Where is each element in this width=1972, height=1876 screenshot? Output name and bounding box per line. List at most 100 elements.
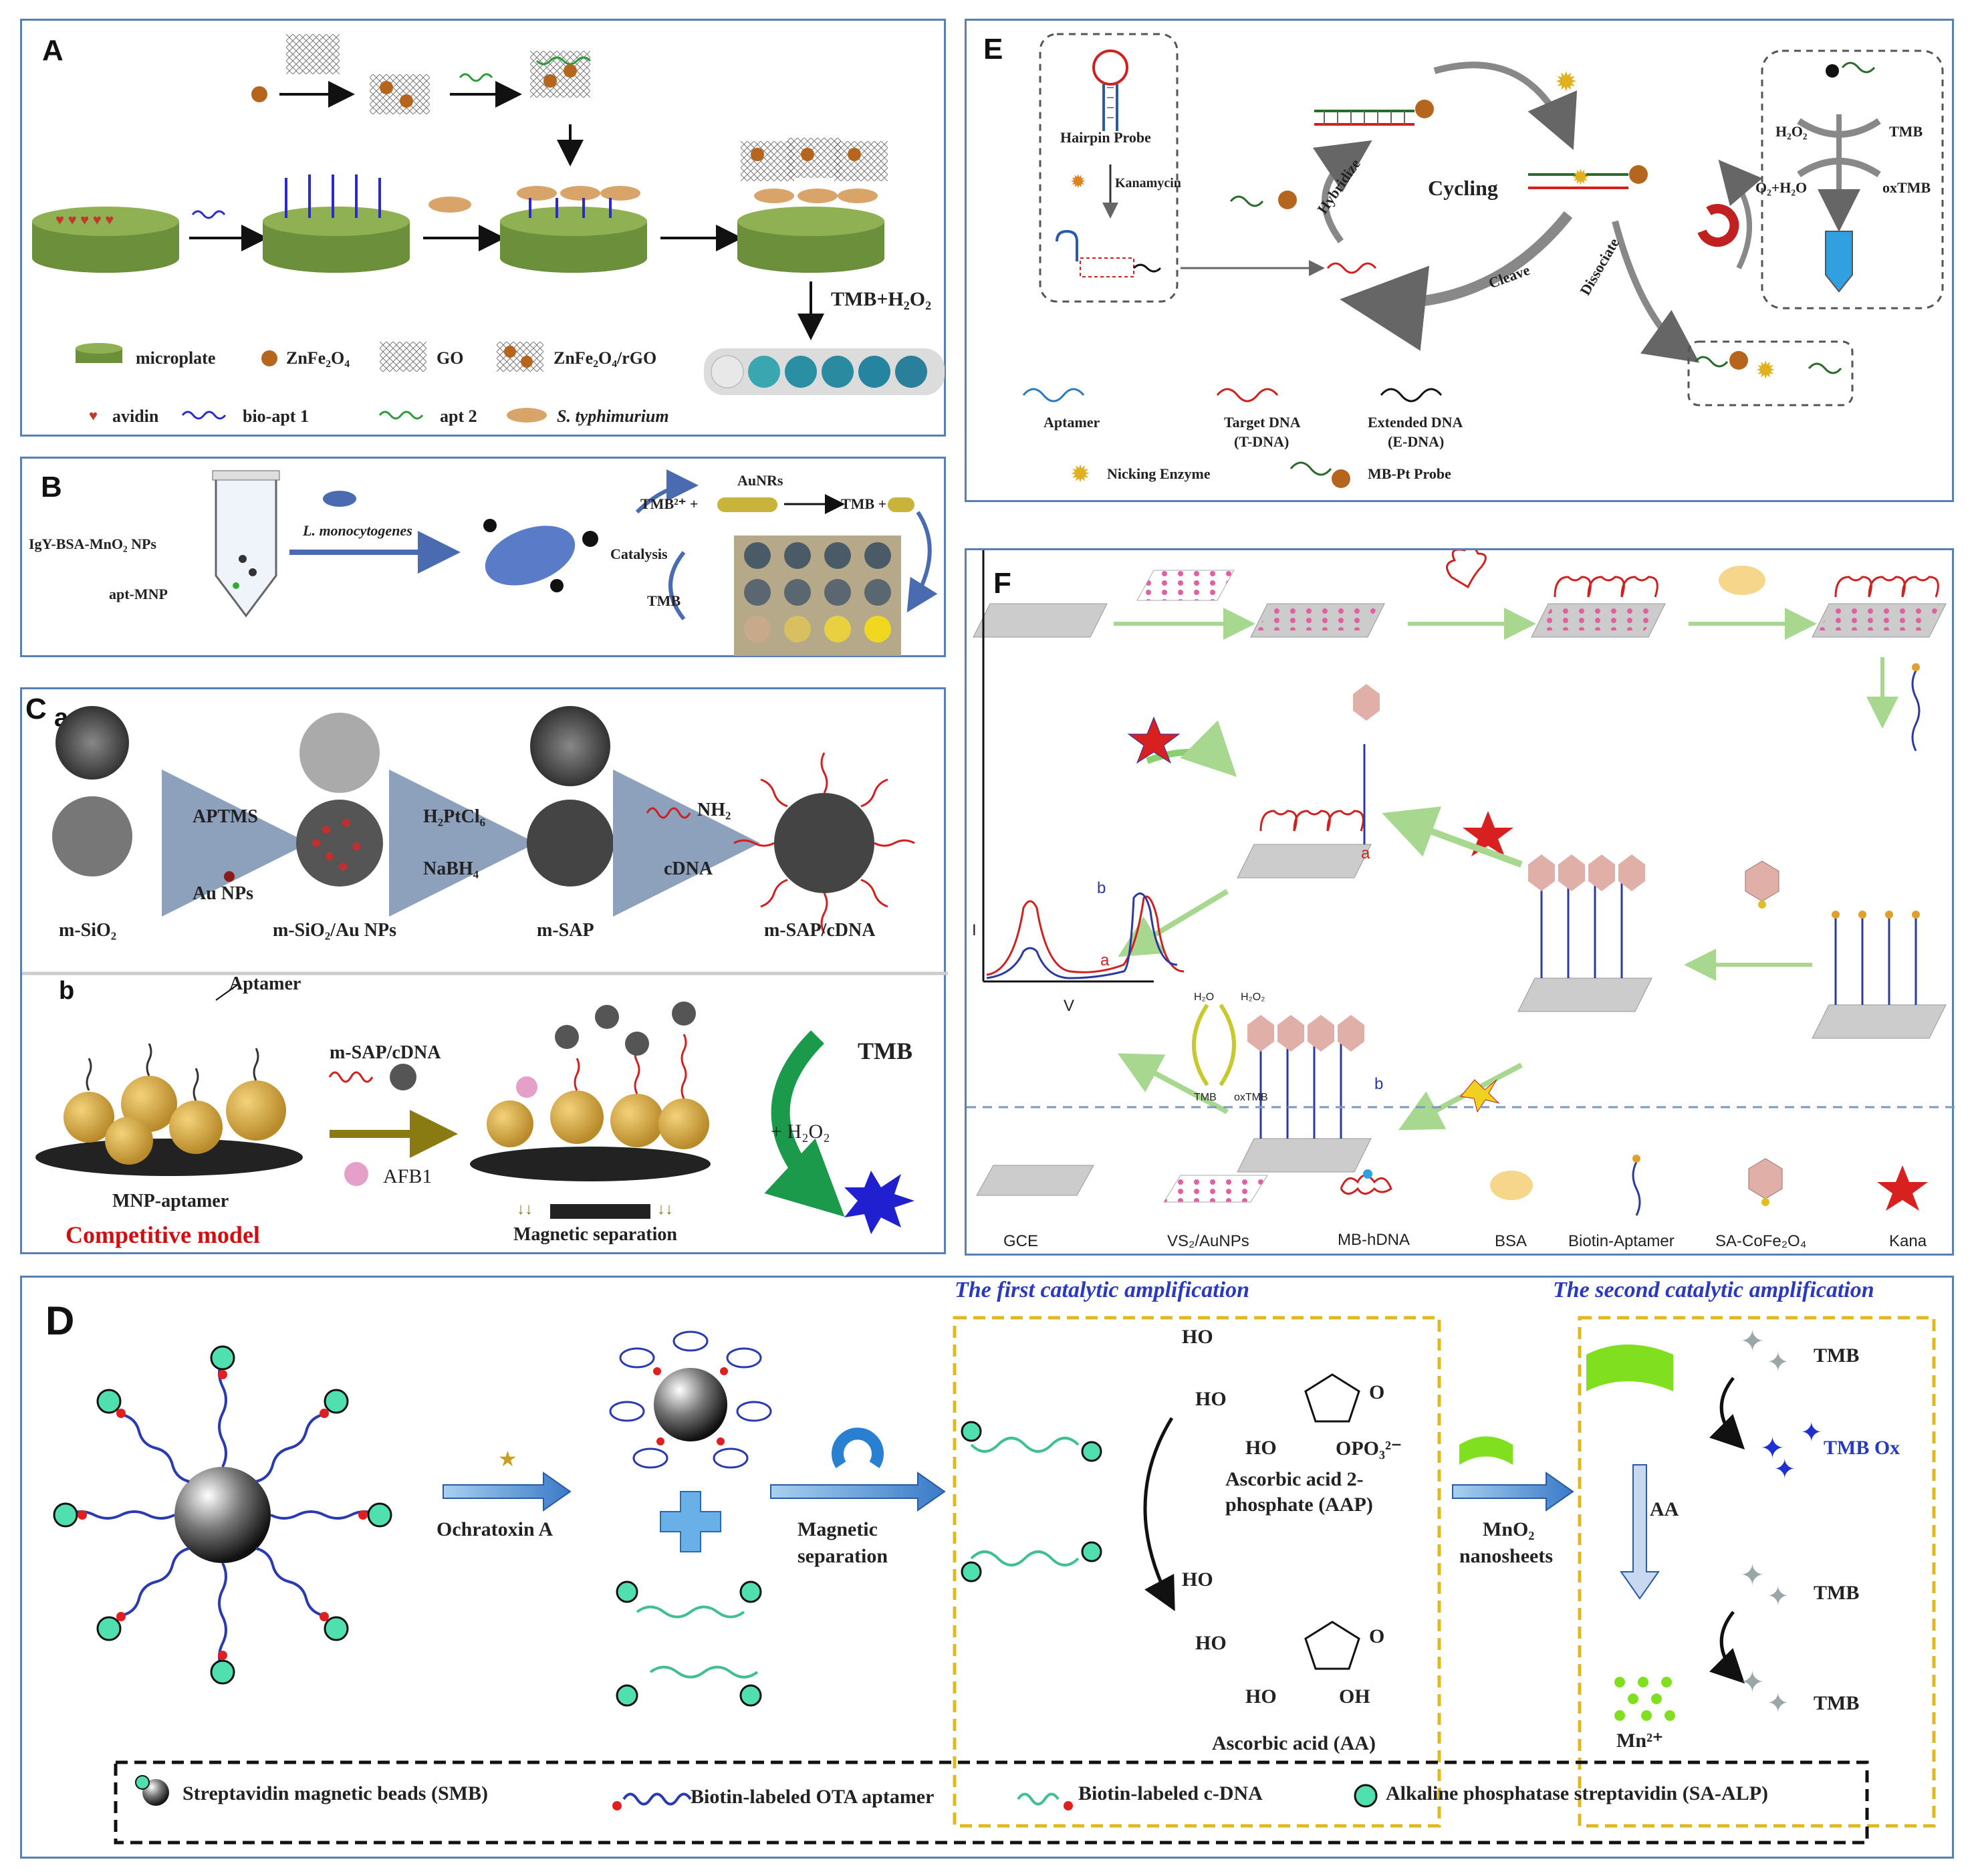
panel-e-label: E <box>983 33 1003 66</box>
svg-text:✹: ✹ <box>1555 67 1578 97</box>
first-amp-label: The first catalytic amplification <box>955 1278 1250 1302</box>
ho4-label: HO <box>1182 1568 1213 1591</box>
igy-label: IgY-BSA-MnO₂ NPs <box>29 536 156 552</box>
h2o2-label: H₂O₂ <box>1241 991 1265 1003</box>
magsep1-label: Magnetic <box>797 1518 878 1540</box>
svg-text:✹: ✹ <box>1572 165 1590 189</box>
panel-b-label: B <box>41 471 62 503</box>
h2o2-label: + H₂O₂ <box>771 1121 830 1143</box>
i-axis-label: I <box>972 921 977 939</box>
catalysis-label: Catalysis <box>610 546 668 562</box>
legend-bio-apt: Biotin-Aptamer <box>1568 1232 1675 1250</box>
legend-go: GO <box>437 348 464 368</box>
ho1-label: HO <box>1182 1326 1213 1348</box>
mno2-2-label: nanosheets <box>1459 1545 1554 1567</box>
aptamer-label: Aptamer <box>229 973 301 994</box>
m-sio2-au-label: m-SiO₂/Au NPs <box>273 920 396 941</box>
svg-text:✦: ✦ <box>1740 1559 1765 1592</box>
svg-text:✦: ✦ <box>1773 1454 1796 1484</box>
panel-e-graphic: ✹ ✹ ✹ ✹ ✹ <box>1022 33 1944 488</box>
legend-vs2: VS₂/AuNPs <box>1167 1232 1249 1250</box>
ho5-label: HO <box>1195 1632 1227 1654</box>
h2o-label: H₂O <box>1194 991 1215 1003</box>
legend-znfe2o4: ZnFe₂O₄ <box>286 348 350 368</box>
tmb-label: TMB <box>1889 123 1923 140</box>
panel-e: E ✹ ✹ ✹ ✹ <box>965 19 1954 502</box>
oh-label: OH <box>1339 1685 1370 1708</box>
legend-ext2: (E-DNA) <box>1388 433 1445 450</box>
svg-text:♥ ♥ ♥ ♥ ♥: ♥ ♥ ♥ ♥ ♥ <box>55 211 114 228</box>
svg-text:✹: ✹ <box>1755 357 1775 384</box>
svg-text:★: ★ <box>498 1447 517 1471</box>
legend-mbpt: MB-Pt Probe <box>1368 465 1451 482</box>
legend-bacteria: S. typhimurium <box>557 406 669 426</box>
mno2-1-label: MnO₂ <box>1483 1518 1535 1540</box>
tmb2-label: TMB²⁺ + <box>640 495 699 512</box>
aap2-label: phosphate (AAP) <box>1225 1494 1373 1516</box>
legend-gce: GCE <box>1003 1232 1039 1250</box>
o1-label: O <box>1369 1381 1385 1403</box>
svg-text:✹: ✹ <box>1070 172 1086 193</box>
hairpin-label: Hairpin Probe <box>1060 129 1151 146</box>
legend-kana: Kana <box>1889 1232 1927 1250</box>
legend-cdna: Biotin-labeled c-DNA <box>1078 1782 1263 1804</box>
peak-b-label: b <box>1097 879 1106 897</box>
cycling-label: Cycling <box>1428 176 1498 200</box>
detect-label: TMB+H₂O₂ <box>831 288 932 310</box>
panel-f: F <box>965 548 1956 1256</box>
panel-b-graphic <box>212 469 938 656</box>
panel-f-graphic <box>967 550 1956 1216</box>
tmbox-label: TMB Ox <box>1824 1437 1900 1459</box>
svg-text:♥: ♥ <box>89 407 98 424</box>
nabh4-label: NaBH₄ <box>423 858 479 879</box>
magsep-label: Magnetic separation <box>513 1224 677 1245</box>
ota-label: Ochratoxin A <box>437 1518 553 1540</box>
aptms-label: APTMS <box>193 806 258 827</box>
aap1-label: Ascorbic acid 2- <box>1225 1468 1364 1490</box>
nh2-label: NH₂ <box>697 800 731 820</box>
tmb-label: TMB <box>858 1038 913 1064</box>
m-sio2-label: m-SiO₂ <box>59 920 117 941</box>
legend-alp: Alkaline phosphatase streptavidin (SA-AL… <box>1386 1782 1769 1804</box>
panel-d-label: D <box>45 1298 75 1343</box>
svg-text:↓↓: ↓↓ <box>657 1201 673 1218</box>
slide-a-label: a <box>1361 844 1370 862</box>
oxtmb-label: oxTMB <box>1234 1092 1268 1103</box>
tmb1-label: TMB <box>1814 1344 1860 1367</box>
oxtmb-label: oxTMB <box>1882 179 1931 196</box>
afb1-label: AFB1 <box>383 1165 433 1187</box>
tmb3-label: TMB <box>1814 1692 1860 1714</box>
aa-label: Ascorbic acid (AA) <box>1212 1732 1376 1754</box>
panel-c-graphic: ↓↓ ↓↓ <box>22 706 948 1234</box>
legend-znfe2o4-rgo: ZnFe₂O₄/rGO <box>553 348 657 368</box>
panel-c-label: C <box>25 693 47 725</box>
legend-apt: Biotin-labeled OTA aptamer <box>691 1786 935 1808</box>
legend-sa: SA-CoFe₂O₄ <box>1715 1232 1807 1250</box>
tmb-arrow-label: TMB + <box>841 495 887 512</box>
svg-text:✦: ✦ <box>1767 1347 1790 1377</box>
ho2-label: HO <box>1195 1388 1227 1410</box>
legend-avidin: avidin <box>112 406 159 426</box>
svg-text:↓↓: ↓↓ <box>517 1201 533 1218</box>
legend-bio-apt1: bio-apt 1 <box>243 406 309 426</box>
svg-text:✦: ✦ <box>1740 1325 1765 1358</box>
panel-c-sub-b: b <box>59 977 75 1005</box>
legend-smb: Streptavidin magnetic beads (SMB) <box>182 1782 488 1804</box>
peak-a-label: a <box>1100 951 1110 969</box>
slide-b-label: b <box>1374 1075 1384 1093</box>
svg-text:✦: ✦ <box>1767 1688 1790 1718</box>
h2o2-label: H₂O₂ <box>1775 123 1808 140</box>
kanamycin-label: Kanamycin <box>1115 176 1181 191</box>
panel-a-label: A <box>42 34 64 67</box>
legend-bsa: BSA <box>1495 1232 1527 1250</box>
mn-label: Mn²⁺ <box>1616 1730 1663 1752</box>
legend-aptamer: Aptamer <box>1043 414 1100 431</box>
legend-apt2: apt 2 <box>440 406 477 426</box>
legend-ext1: Extended DNA <box>1368 414 1463 431</box>
ho6-label: HO <box>1245 1685 1277 1708</box>
panel-b: B IgY-BSA-MnO₂ NPs apt-MNP L. monocyto <box>20 457 946 657</box>
tmb2-label: TMB <box>1814 1582 1860 1604</box>
legend-target1: Target DNA <box>1224 414 1301 431</box>
m-sap-label: m-SAP <box>537 920 594 941</box>
competitive-label: Competitive model <box>66 1221 260 1248</box>
